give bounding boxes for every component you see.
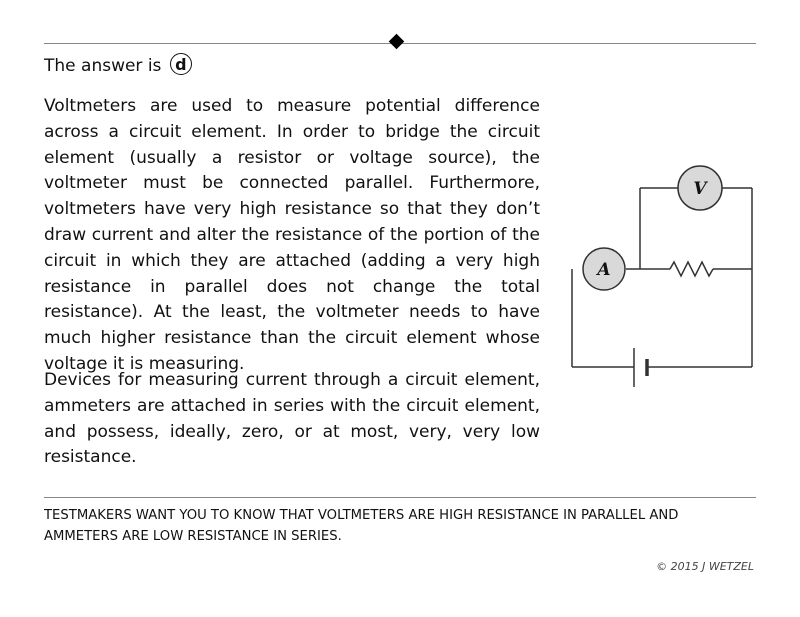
explanation-paragraph-1: Voltmeters are used to measure potential… (44, 96, 540, 374)
explanation-paragraph-2: Devices for measuring current through a … (44, 370, 540, 468)
voltmeter-circle (677, 165, 723, 211)
answer-prefix: The answer is (44, 56, 162, 76)
copyright-notice: © 2015 J WETZEL (656, 560, 754, 573)
ammeter-circle (582, 247, 626, 291)
ammeter: A (582, 247, 626, 291)
answer-letter-circle: d (169, 53, 192, 75)
circuit-diagram: A V (571, 165, 753, 387)
diamond-ornament (388, 33, 405, 50)
bottom-divider (44, 497, 756, 498)
resistor-symbol (669, 260, 714, 278)
ammeter-label: A (595, 260, 610, 280)
testmaker-note: TESTMAKERS WANT YOU TO KNOW THAT VOLTMET… (44, 508, 679, 544)
answer-line: The answer is d (44, 53, 192, 79)
voltmeter: V (677, 165, 723, 211)
voltmeter-label: V (693, 179, 708, 199)
